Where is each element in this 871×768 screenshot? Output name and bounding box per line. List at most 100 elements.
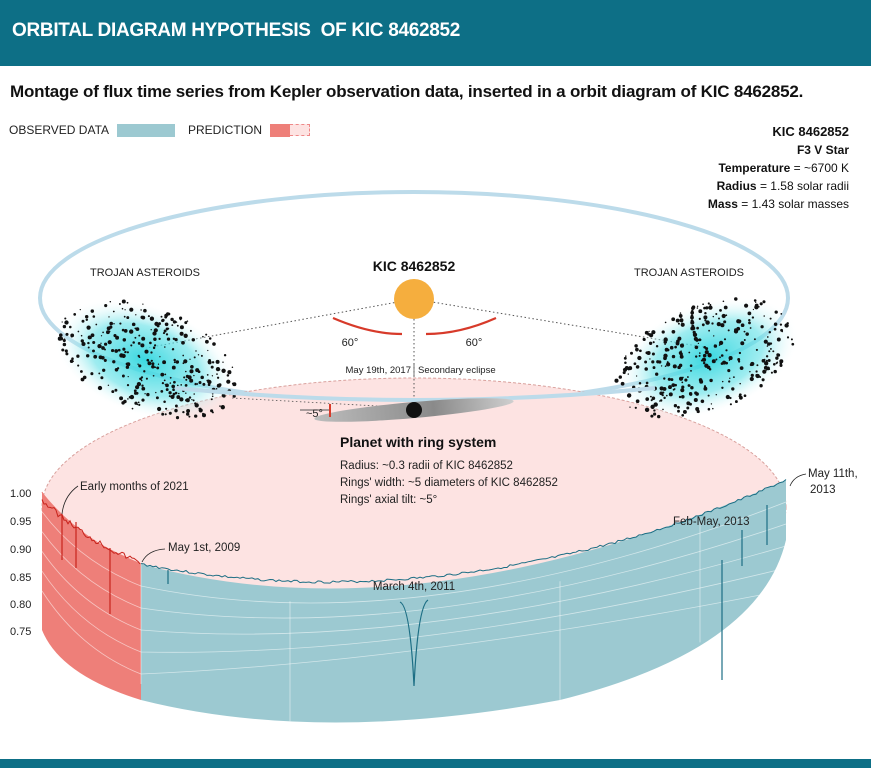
asteroid-dot (681, 395, 685, 399)
asteroid-dot (208, 337, 212, 340)
asteroid-dot (207, 360, 212, 365)
asteroid-dot (738, 321, 741, 324)
asteroid-dot (637, 355, 642, 361)
asteroid-dot (153, 328, 158, 333)
asteroid-dot (219, 369, 221, 371)
asteroid-dot (200, 354, 203, 357)
star-info-radius: Radius = 1.58 solar radii (716, 179, 849, 193)
asteroid-dot (677, 322, 680, 325)
asteroid-dot (722, 300, 725, 303)
asteroid-dot (189, 369, 194, 374)
asteroid-dot (216, 373, 218, 375)
asteroid-dot (625, 355, 627, 357)
asteroid-dot (165, 388, 169, 392)
asteroid-dot (680, 388, 685, 393)
asteroid-dot (93, 354, 98, 359)
asteroid-dot (170, 317, 174, 322)
asteroid-dot (738, 393, 742, 397)
asteroid-dot (729, 403, 732, 406)
annot-may-2013-line2: 2013 (810, 484, 836, 496)
asteroid-dot (121, 299, 126, 304)
asteroid-dot (698, 338, 702, 342)
asteroid-dot (62, 342, 67, 347)
asteroid-dot (635, 375, 638, 377)
asteroid-dot (159, 356, 161, 358)
asteroid-dot (192, 399, 195, 402)
asteroid-dot (182, 354, 185, 357)
asteroid-dot (665, 349, 668, 352)
asteroid-dot (747, 311, 752, 316)
eclipse-label: Secondary eclipse (418, 365, 496, 376)
asteroid-dot (102, 331, 104, 334)
asteroid-dot (153, 337, 157, 342)
asteroid-dot (775, 362, 778, 365)
asteroid-dot (205, 339, 209, 344)
asteroid-dot (699, 379, 701, 382)
asteroid-dot (698, 317, 701, 320)
asteroid-dot (668, 385, 672, 390)
asteroid-dot (679, 318, 684, 323)
asteroid-dot (759, 302, 763, 306)
asteroid-dot (672, 364, 677, 369)
asteroid-dot (728, 380, 731, 383)
asteroid-dot (688, 351, 691, 354)
asteroid-dot (754, 303, 759, 308)
asteroid-dot (695, 355, 698, 358)
asteroid-dot (743, 394, 747, 398)
asteroid-dot (147, 361, 152, 366)
asteroid-dot (146, 358, 150, 362)
asteroid-dot (721, 313, 726, 319)
asteroid-dot (190, 364, 194, 369)
asteroid-dot (707, 394, 710, 397)
asteroid-dot (172, 320, 177, 324)
asteroid-dot (210, 409, 214, 413)
footer-bar (0, 759, 871, 768)
asteroid-dot (62, 324, 67, 329)
asteroid-dot (82, 375, 87, 380)
asteroid-dot (137, 401, 140, 404)
asteroid-dot (633, 362, 637, 366)
asteroid-dot (622, 367, 628, 372)
asteroid-dot (678, 376, 684, 381)
asteroid-dot (721, 380, 724, 383)
asteroid-dot (173, 380, 176, 384)
asteroid-dot (696, 409, 700, 414)
asteroid-dot (80, 370, 83, 373)
asteroid-dot (202, 335, 204, 338)
asteroid-dot (745, 332, 749, 336)
asteroid-dot (740, 341, 745, 346)
asteroid-dot (115, 335, 120, 340)
asteroid-dot (752, 308, 755, 311)
asteroid-dot (763, 315, 765, 317)
asteroid-dot (642, 337, 646, 341)
asteroid-dot (140, 343, 145, 348)
asteroid-dot (165, 312, 170, 316)
asteroid-dot (100, 342, 102, 344)
asteroid-dot (713, 335, 715, 337)
asteroid-dot (690, 385, 694, 390)
asteroid-dot (216, 376, 220, 379)
asteroid-dot (80, 334, 83, 337)
asteroid-dot (178, 392, 180, 395)
observed-band (141, 480, 786, 723)
asteroid-dot (151, 362, 155, 366)
asteroid-dot (87, 335, 91, 339)
asteroid-dot (651, 330, 656, 335)
asteroid-dot (124, 351, 126, 354)
asteroid-dot (660, 365, 663, 367)
asteroid-dot (680, 322, 685, 327)
asteroid-dot (649, 358, 651, 360)
asteroid-dot (709, 303, 712, 306)
asteroid-dot (211, 395, 214, 398)
asteroid-dot (653, 412, 657, 416)
asteroid-dot (168, 395, 171, 398)
asteroid-dot (715, 393, 718, 396)
star-disk (394, 279, 434, 319)
asteroid-dot (85, 354, 90, 358)
asteroid-dot (154, 321, 159, 327)
asteroid-dot (176, 395, 181, 400)
asteroid-dot (776, 353, 780, 357)
side-grid-line (41, 589, 787, 675)
asteroid-dot (194, 414, 198, 418)
asteroid-dot (129, 307, 134, 312)
